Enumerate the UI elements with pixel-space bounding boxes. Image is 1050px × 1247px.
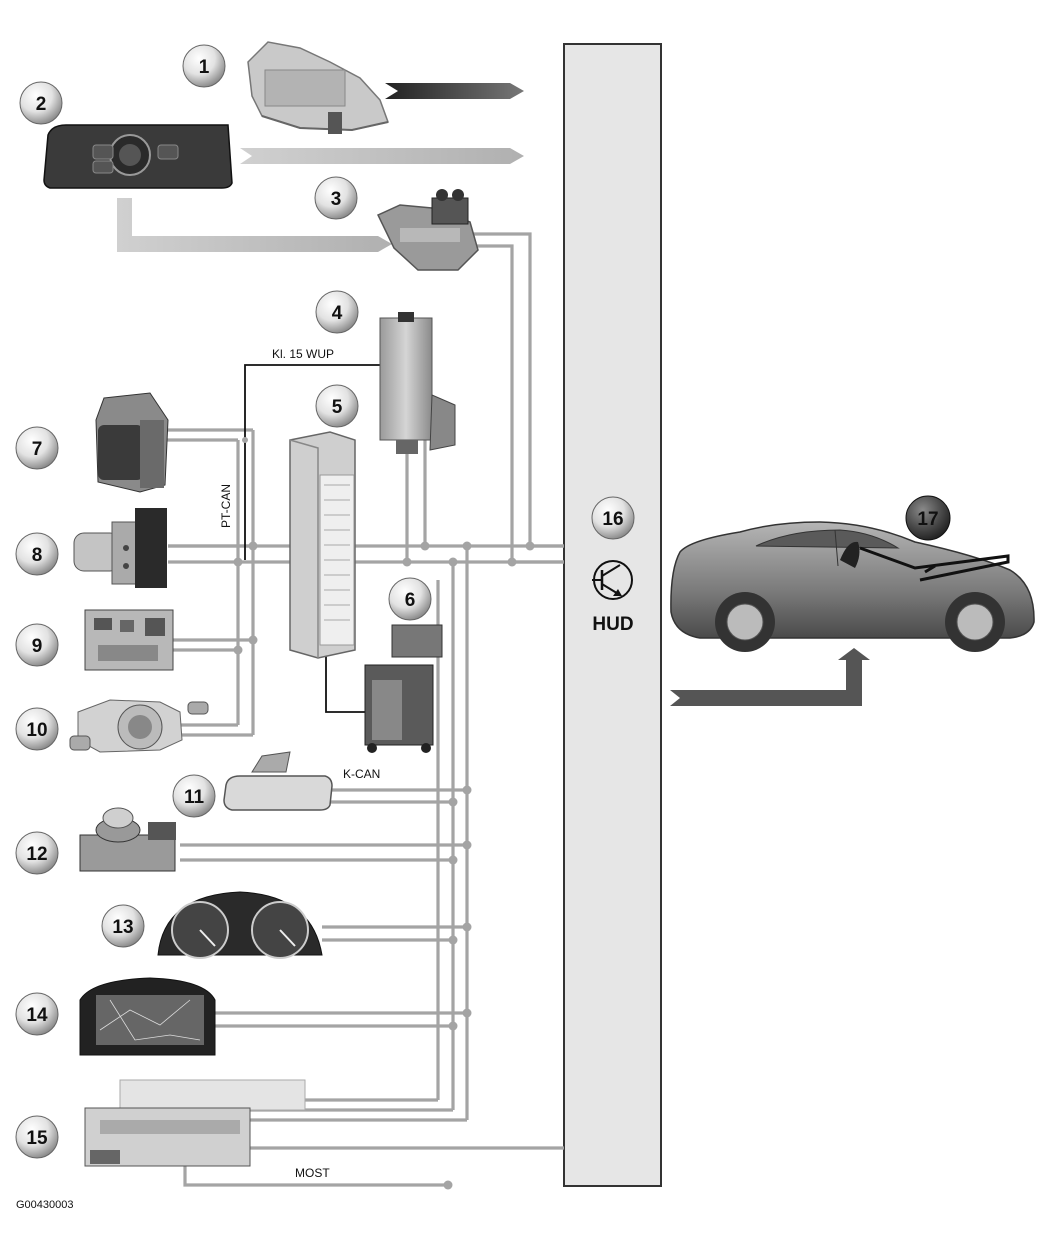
badge-10: 10 (15, 707, 59, 751)
kl15wup-label: Kl. 15 WUP (272, 347, 334, 361)
radar-sensor (95, 392, 169, 493)
transistor-symbol (592, 560, 633, 600)
badge-9: 9 (15, 623, 59, 667)
figure-code: G00430003 (16, 1199, 74, 1211)
badge-5: 5 (315, 384, 359, 428)
number-badges: 1 2 3 4 5 6 7 8 9 10 11 12 13 14 15 16 1… (15, 44, 951, 1159)
signal-arrows (117, 83, 870, 706)
svg-text:17: 17 (917, 509, 938, 530)
svg-text:7: 7 (32, 439, 43, 460)
light-switch (43, 124, 233, 189)
svg-text:10: 10 (26, 720, 47, 741)
svg-text:6: 6 (405, 590, 416, 611)
instrument-cluster (157, 891, 323, 959)
ptcan-label: PT-CAN (219, 484, 233, 528)
badge-17: 17 (905, 495, 951, 541)
steering-column-switch-cluster (69, 699, 209, 753)
hud-panel (563, 43, 662, 1187)
badge-16: 16 (591, 496, 635, 540)
hud-label: HUD (592, 614, 633, 635)
telematics-unit (379, 312, 456, 454)
most-label: MOST (295, 1166, 330, 1180)
rear-view-mirror (223, 751, 333, 811)
svg-text:8: 8 (32, 545, 43, 566)
svg-text:11: 11 (184, 787, 205, 808)
controller (79, 807, 176, 872)
svg-text:16: 16 (602, 509, 623, 530)
arrow-1 (385, 83, 524, 99)
badge-12: 12 (15, 831, 59, 875)
badge-3: 3 (314, 176, 358, 220)
kcan-label: K-CAN (343, 767, 380, 781)
control-unit (289, 431, 356, 659)
svg-text:12: 12 (26, 844, 47, 865)
badge-11: 11 (172, 774, 216, 818)
badge-13: 13 (101, 904, 145, 948)
central-display (79, 977, 216, 1056)
arrow-2-to-3 (117, 198, 392, 252)
bus-wiring (165, 232, 564, 1190)
badge-14: 14 (15, 992, 59, 1036)
arrow-2 (240, 148, 524, 164)
svg-text:9: 9 (32, 636, 43, 657)
svg-text:2: 2 (36, 94, 47, 115)
dsc-unit (73, 508, 167, 588)
svg-text:4: 4 (332, 303, 343, 324)
diagnosis-tester (364, 624, 443, 753)
svg-text:1: 1 (199, 57, 210, 78)
svg-text:3: 3 (331, 189, 342, 210)
svg-text:5: 5 (332, 397, 343, 418)
junction-box (247, 41, 389, 134)
badge-7: 7 (15, 426, 59, 470)
arrow-hud-to-car (670, 648, 870, 706)
badge-8: 8 (15, 532, 59, 576)
control-module (84, 609, 174, 671)
badge-4: 4 (315, 290, 359, 334)
badge-2: 2 (19, 81, 63, 125)
svg-text:14: 14 (26, 1005, 48, 1026)
steering-column-switch (376, 189, 479, 271)
svg-text:13: 13 (112, 917, 133, 938)
car (670, 521, 1035, 652)
badge-15: 15 (15, 1115, 59, 1159)
svg-text:15: 15 (26, 1128, 48, 1149)
car-access-system (84, 1079, 306, 1167)
badge-6: 6 (388, 577, 432, 621)
badge-1: 1 (182, 44, 226, 88)
